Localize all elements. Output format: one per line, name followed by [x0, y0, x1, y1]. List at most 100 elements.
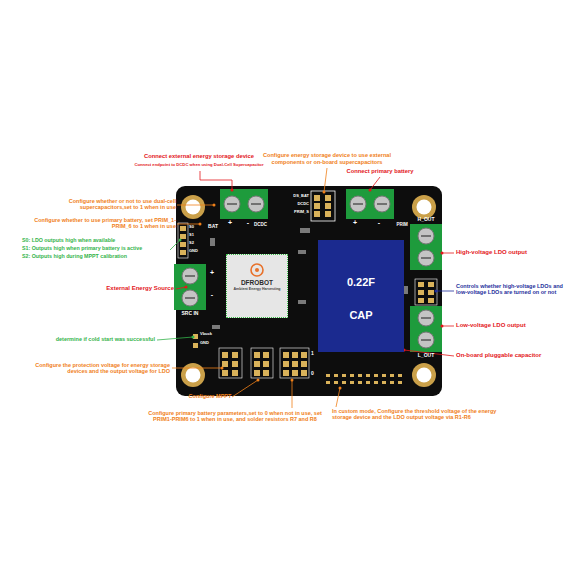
mounting-hole	[181, 195, 205, 219]
leader-line	[336, 388, 340, 407]
jumper-pin	[263, 361, 269, 367]
polarity-mark: -	[244, 219, 252, 227]
jumper-outline	[219, 348, 242, 378]
mounting-hole	[181, 363, 205, 387]
connector-name: L_OUT	[410, 353, 442, 359]
jumper-pin	[254, 361, 260, 367]
header-outline	[178, 223, 188, 258]
mounting-hole-center	[186, 368, 201, 383]
capacitor-box: 0.22FCAP	[318, 240, 404, 352]
leader-line	[370, 177, 380, 190]
jumper-pin	[418, 282, 424, 287]
header-pin	[180, 250, 186, 255]
leader-line	[232, 380, 258, 397]
leader-line	[172, 368, 222, 369]
leader-dot	[291, 379, 294, 382]
callout-text: Connect primary battery	[336, 168, 424, 175]
polarity-mark: -	[208, 291, 216, 299]
callout-text: External Energy Source	[80, 285, 174, 292]
jumper-outline	[415, 279, 437, 305]
leader-dot	[199, 223, 202, 226]
smd-part	[210, 238, 215, 246]
callout-text: Configure primary battery parameters,set…	[140, 410, 330, 423]
mounting-hole	[412, 363, 436, 387]
jumper-outline	[280, 348, 309, 378]
mounting-hole	[412, 195, 436, 219]
jumper-pin	[283, 352, 289, 358]
polarity-mark: -	[375, 219, 383, 227]
jumper-pin	[263, 352, 269, 358]
leader-dot	[435, 290, 438, 293]
callout-text: Controls whether high-voltage LDOs and l…	[456, 283, 574, 296]
callout-text: Configure MPPT	[180, 393, 240, 399]
header-pin	[180, 234, 186, 239]
callout-text: Configure whether or not to use dual-cel…	[28, 198, 176, 211]
connector-name: H_OUT	[410, 217, 442, 223]
smd-part	[404, 286, 408, 294]
leader-dot	[213, 204, 216, 207]
jumper-value: 0	[311, 371, 319, 377]
callout-text: High-voltage LDO output	[456, 249, 571, 256]
logo-mark	[255, 268, 259, 272]
jumper-pin	[292, 370, 298, 376]
leader-line	[200, 171, 232, 190]
chip-body	[226, 254, 288, 318]
jumper-pin	[301, 361, 307, 367]
callout-text: determine if cold start was successful	[20, 336, 155, 342]
leader-line	[170, 240, 180, 250]
leader-dot	[339, 387, 342, 390]
leader-line	[292, 380, 293, 408]
jumper-outline	[251, 348, 273, 378]
terminal-block	[174, 264, 206, 310]
jumper-pin	[301, 370, 307, 376]
jumper-pin	[283, 361, 289, 367]
jumper-pin	[222, 352, 228, 358]
mounting-hole-center	[417, 200, 432, 215]
signal-note: S2: Outputs high during MPPT calibration	[22, 253, 172, 259]
polarity-mark: +	[226, 219, 234, 227]
leader-line	[177, 205, 214, 206]
jumper-pin	[418, 298, 424, 303]
jumper-pin	[418, 290, 424, 295]
callout-text: Configure the protection voltage for ene…	[20, 362, 170, 375]
jumper-pin	[254, 352, 260, 358]
chip-module: DFROBOTAmbient Energy Harvesting	[226, 254, 288, 318]
callout-text: Configure whether to use primary battery…	[28, 217, 176, 230]
jumper-pin	[325, 203, 331, 209]
jumper-pin	[232, 361, 238, 367]
terminal-block	[410, 224, 442, 270]
leader-line	[442, 326, 454, 327]
jumper-pin	[428, 290, 434, 295]
capacitance-value: 0.22F	[318, 276, 404, 289]
connector-name: SRC IN	[172, 311, 208, 317]
pin-label: GND	[189, 249, 205, 254]
pin-label: DCDC	[283, 202, 309, 207]
smd-part	[298, 300, 306, 304]
pin-label: DS_BAT	[283, 194, 309, 199]
signal-note: S1: Outputs high when primary battery is…	[22, 245, 172, 251]
smd-part	[212, 325, 220, 329]
pin-label: GND	[200, 341, 222, 346]
leader-dot	[369, 189, 372, 192]
leader-line	[324, 168, 327, 192]
pin-label: DCDC	[254, 222, 278, 227]
connector-name: BAT	[204, 224, 222, 230]
jumper-pin	[292, 361, 298, 367]
header-pin	[180, 226, 186, 231]
connector-name: PRIM	[393, 222, 411, 227]
leader-dot	[179, 239, 182, 242]
jumper-outline	[311, 191, 335, 221]
leader-dot	[441, 252, 444, 255]
leader-dot	[185, 286, 188, 289]
jumper-pin	[314, 211, 320, 217]
jumper-pin	[263, 370, 269, 376]
resistor-pads	[326, 374, 402, 386]
pin-label: Vbuck	[200, 332, 222, 337]
pcb-board	[176, 186, 442, 396]
chip-caption: Ambient Energy Harvesting	[227, 287, 287, 291]
jumper-pin	[222, 370, 228, 376]
jumper-pin	[222, 361, 228, 367]
mounting-hole-center	[186, 200, 201, 215]
callout-text: Low-voltage LDO output	[456, 322, 571, 329]
polarity-mark: +	[208, 269, 216, 277]
